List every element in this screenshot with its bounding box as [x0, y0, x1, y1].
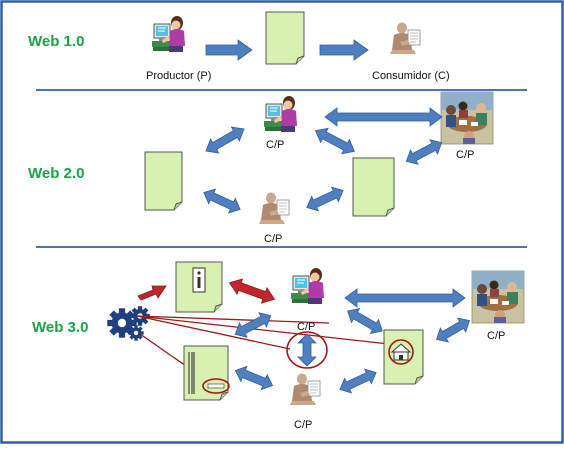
arrow-barcodedoc-pc [234, 312, 272, 338]
arrow-leftdoc-reader [203, 188, 241, 214]
web2-group-icon [440, 91, 494, 145]
web1-label: Web 1.0 [28, 33, 84, 50]
web2-arrows [203, 107, 443, 214]
web3-cp-caption-group: C/P [487, 330, 505, 342]
web3-label: Web 3.0 [32, 319, 88, 336]
vertical-arrow-highlight-circle [286, 331, 328, 369]
web3-cp-caption-top: C/P [297, 321, 315, 333]
web3-group-icon [471, 270, 525, 324]
web1-document-fold [295, 55, 305, 65]
arrow-document-to-consumer [319, 39, 369, 61]
arrow-rightdoc-group [405, 139, 443, 165]
producer-caption: Productor (P) [146, 70, 211, 82]
web3-home-document-fold [414, 375, 424, 385]
web2-document-left-icon [144, 151, 183, 211]
arrow-reader-rightdoc [306, 186, 344, 212]
barcode-tag [207, 383, 225, 389]
web3-annotation-lines [136, 315, 399, 385]
web2-document-right-icon [352, 157, 395, 217]
arrow-barcodedoc-reader [234, 365, 274, 391]
arrow-gears-to-info [137, 285, 167, 301]
arrow-vertical-pc-reader [297, 333, 317, 367]
web2-cp-caption-top: C/P [266, 139, 284, 151]
web3-barcode-document-fold [219, 391, 229, 401]
info-icon [192, 267, 206, 293]
home-highlight-circle [388, 339, 414, 365]
arrow-reader-homedoc [339, 368, 377, 394]
home-icon [390, 343, 412, 361]
arrow-producer-to-document [205, 39, 253, 61]
web3-info-document-fold [213, 303, 223, 313]
arrow-homedoc-group [436, 317, 470, 343]
web1-document-icon [265, 11, 305, 65]
web2-label: Web 2.0 [28, 165, 84, 182]
web2-document-left-fold [173, 201, 183, 211]
barcode-highlight-ellipse [202, 378, 230, 394]
arrow-pc-homedoc [347, 308, 383, 334]
arrow-pc-rightdoc [315, 127, 355, 155]
consumer-caption: Consumidor (C) [372, 70, 450, 82]
barcode-icon [188, 352, 195, 394]
arrow-pc-leftdoc [205, 126, 245, 154]
web3-arrows [234, 288, 470, 394]
web2-document-right-fold [385, 207, 395, 217]
web3-cp-caption-bottom: C/P [294, 419, 312, 431]
arrow-pc-group-web3 [344, 288, 466, 308]
web2-cp-caption-group: C/P [456, 149, 474, 161]
arrow-info-pc [228, 278, 276, 304]
web2-cp-caption-bottom: C/P [264, 233, 282, 245]
arrow-pc-group [324, 107, 443, 127]
